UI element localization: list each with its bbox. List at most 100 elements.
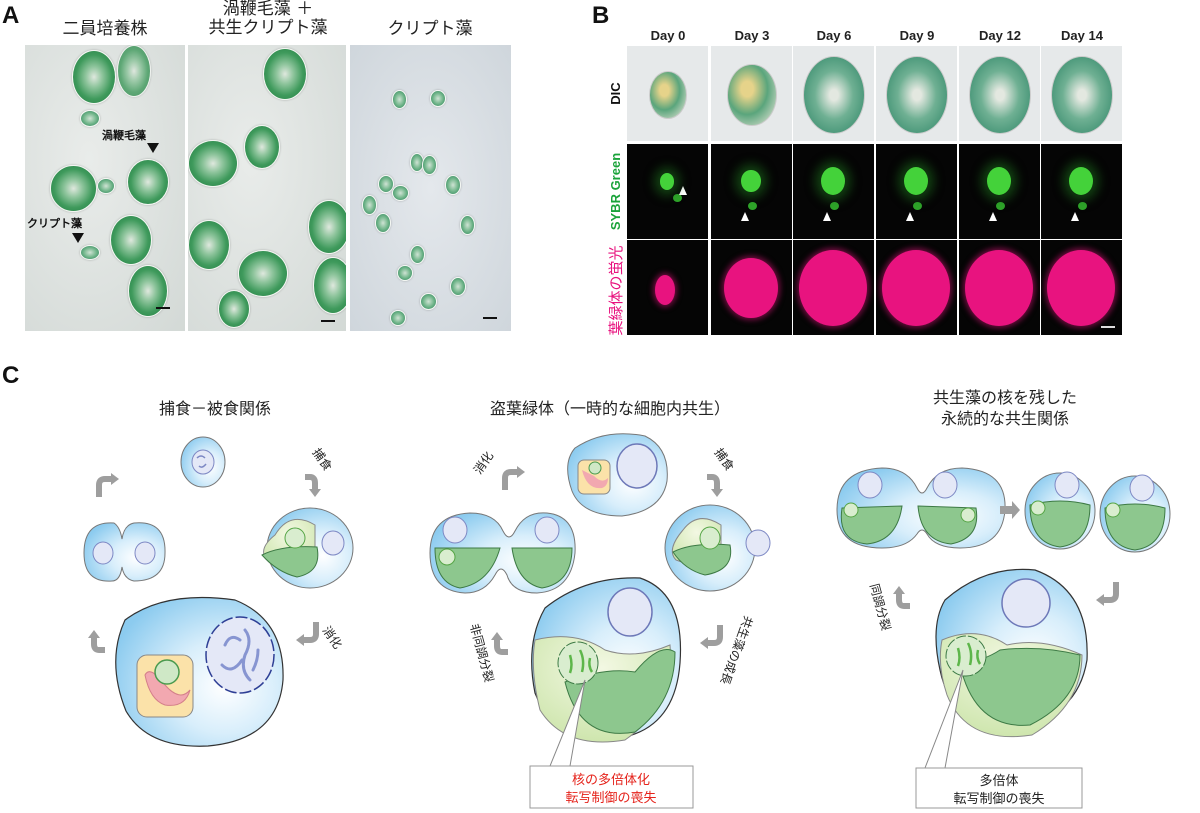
arrow-curved-icon <box>707 474 720 489</box>
dividing-host-cell <box>83 522 166 582</box>
panel-a-title-coculture: 二員培養株 <box>62 19 148 39</box>
cryptophyte-cell <box>430 90 446 107</box>
step-label-sync-division: 同調分裂 <box>867 582 893 632</box>
sybr-green-image <box>711 144 792 239</box>
chloroplast-fluorescence-image <box>876 240 957 335</box>
panel-a-label: A <box>2 2 20 29</box>
arrowhead-icon <box>72 233 84 243</box>
sybr-green-image <box>627 144 708 239</box>
dinoflagellate-cell <box>238 250 288 297</box>
callout-box-permanent <box>915 767 1083 809</box>
sybr-green-image <box>1041 144 1122 239</box>
callout-box-kleptoplasty <box>529 765 694 809</box>
diagram-title-predation: 捕食－被食関係 <box>159 399 271 418</box>
cryptophyte-cell <box>80 110 100 127</box>
arrowhead-icon <box>679 186 687 195</box>
scale-bar <box>156 307 170 309</box>
diagram-title-kleptoplasty: 盗葉緑体（一時的な細胞内共生） <box>490 399 730 418</box>
nucleus-signal <box>904 167 928 195</box>
chloroplast-signal <box>965 250 1033 326</box>
dinoflagellate-cell <box>218 290 250 328</box>
callout-text: 多倍体 <box>979 773 1018 789</box>
cryptophyte-cell <box>362 195 377 215</box>
arrowhead-icon <box>989 212 997 221</box>
dic-image <box>959 46 1040 141</box>
step-label-predation: 捕食 <box>310 445 336 473</box>
day-label: Day 0 <box>650 28 686 43</box>
cell <box>727 63 777 127</box>
cell <box>803 56 865 134</box>
arrowhead-icon <box>906 212 914 221</box>
arrowhead-icon <box>823 212 831 221</box>
nucleus-signal <box>659 173 675 190</box>
step-label-digestion: 消化 <box>471 449 496 477</box>
dic-image <box>793 46 874 141</box>
cycle-arrows <box>91 469 1119 655</box>
daughter-cell <box>1024 471 1096 550</box>
scale-bar <box>483 317 497 319</box>
nucleus-signal <box>821 167 845 195</box>
digesting-host-cell <box>115 596 284 747</box>
dividing-host-cell <box>429 512 576 594</box>
dinoflagellate-cell <box>263 48 307 100</box>
day-label: Day 12 <box>979 28 1021 43</box>
symbiont-nucleus-signal <box>1078 202 1087 210</box>
step-label-digestion: 消化 <box>320 624 345 652</box>
panel-b-label: B <box>592 2 610 29</box>
free-host-cell-with-food-vacuole <box>567 433 668 517</box>
chloroplast-fluorescence-image <box>959 240 1040 335</box>
chloroplast-signal <box>1047 250 1115 326</box>
growing-host-cell <box>935 568 1088 738</box>
growing-host-cell <box>531 577 682 743</box>
scale-bar <box>1101 326 1115 328</box>
cryptophyte-cell <box>410 245 425 264</box>
cryptophyte-cell <box>422 155 437 175</box>
sybr-green-image <box>793 144 874 239</box>
scale-bar <box>321 320 335 322</box>
symbiont-nucleus-signal <box>913 202 922 210</box>
nucleus-signal <box>741 170 761 193</box>
diagram-title-permanent-line1: 共生藻の核を残した <box>933 388 1077 407</box>
chloroplast-fluorescence-image <box>1041 240 1122 335</box>
arrowheads <box>88 466 1104 649</box>
dinoflagellate-cell <box>72 50 116 104</box>
chloroplast-signal <box>882 250 950 326</box>
symbiont-nucleus-signal <box>748 202 757 210</box>
sybr-green-image <box>959 144 1040 239</box>
micrograph-coculture: 渦鞭毛藻 クリプト藻 <box>25 45 185 331</box>
dinoflagellate-annotation: 渦鞭毛藻 <box>102 129 146 142</box>
arrow-curved-icon <box>304 622 319 643</box>
dic-image <box>876 46 957 141</box>
day-label: Day 3 <box>734 28 770 43</box>
feeding-host-cell <box>664 504 771 592</box>
arrow-curved-icon <box>1104 582 1119 603</box>
daughter-cell <box>1099 474 1171 553</box>
day-label: Day 9 <box>899 28 935 43</box>
arrowhead-icon <box>1071 212 1079 221</box>
cell <box>886 56 948 134</box>
dinoflagellate-cell <box>244 125 280 169</box>
dinoflagellate-cell <box>110 215 152 265</box>
cryptophyte-cell <box>378 175 394 193</box>
free-host-cell <box>180 436 226 488</box>
title-line: 共生クリプト藻 <box>208 18 328 38</box>
dividing-host-cell <box>836 467 1006 549</box>
title-line: 渦鞭毛藻 ＋ <box>222 0 314 19</box>
arrow-right-icon <box>1000 501 1020 519</box>
panel-a-title-cryptophyte: クリプト藻 <box>387 19 473 39</box>
dinoflagellate-cell <box>50 165 97 212</box>
cryptophyte-annotation: クリプト藻 <box>27 217 82 230</box>
arrow-curved-icon <box>896 594 910 609</box>
day-label: Day 6 <box>816 28 852 43</box>
dinoflagellate-cell <box>127 159 169 205</box>
day-label: Day 14 <box>1061 28 1103 43</box>
symbiont-nucleus-signal <box>830 202 839 210</box>
dinoflagellate-cell <box>188 140 238 187</box>
panel-c-label: C <box>2 362 20 389</box>
cryptophyte-cell <box>97 178 115 194</box>
arrow-curved-icon <box>502 469 517 490</box>
dinoflagellate-cell <box>308 200 346 254</box>
dinoflagellate-cell <box>117 45 151 97</box>
callout-text: 転写制御の喪失 <box>565 791 656 806</box>
